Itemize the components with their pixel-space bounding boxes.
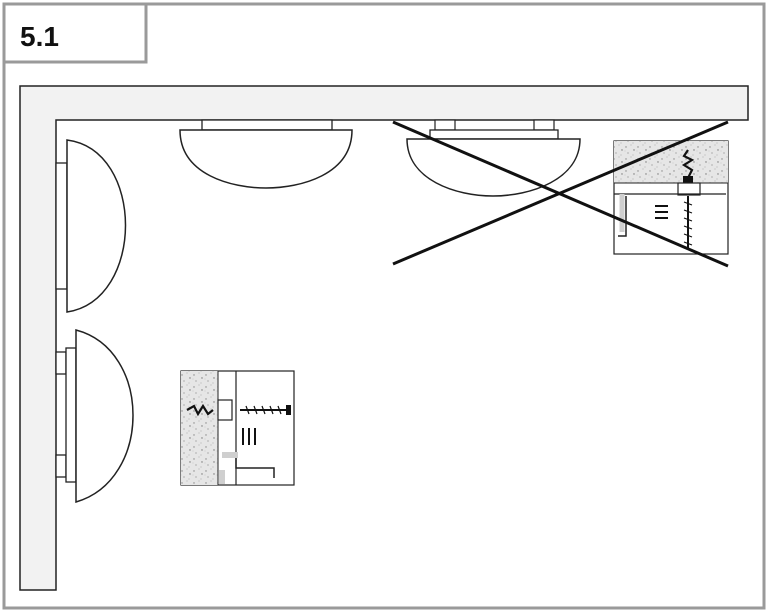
cross-out-mark xyxy=(392,120,729,268)
detail-ceiling-mount xyxy=(613,140,729,255)
step-label-box: 5.1 xyxy=(2,2,148,64)
wall-lamp-upper xyxy=(55,139,127,313)
detail-wall-mount xyxy=(180,370,295,486)
step-label: 5.1 xyxy=(20,21,59,52)
room-walls xyxy=(19,85,749,591)
ceiling-lamp-correct xyxy=(179,119,353,189)
ceiling-lamp-incorrect xyxy=(406,119,581,197)
wall-lamp-lower xyxy=(55,329,134,503)
